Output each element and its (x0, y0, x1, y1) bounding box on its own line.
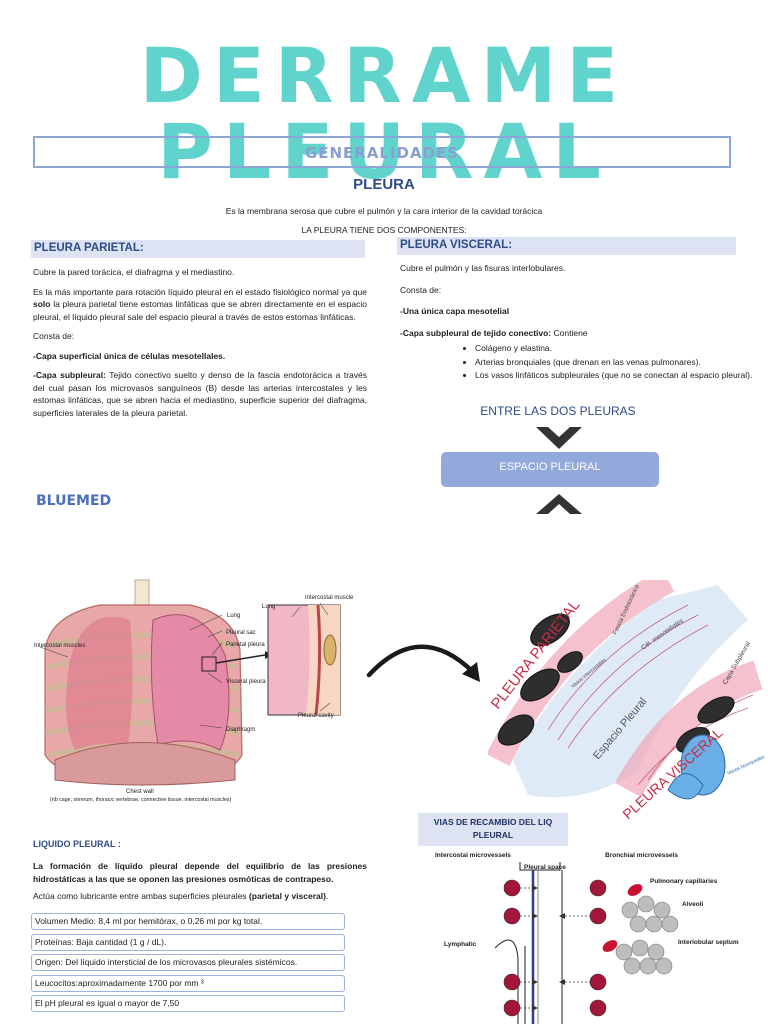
label-pulmonary-capillaries: Pulmonary capillaries (650, 878, 718, 885)
parietal-item1-text: -Capa superficial única de células mesot… (33, 350, 226, 361)
visceral-item1-text: -Una única capa mesotelial (400, 306, 510, 316)
page-title: DERRAME PLEURAL (139, 31, 629, 196)
liquido-p2-bold: (parietal y visceral) (248, 891, 326, 901)
label-intercostal-muscle: Intercostal muscle (305, 595, 354, 601)
liquido-fact-box: Leucocitos:aproximadamente 1700 por mm ³ (31, 975, 345, 992)
fluid-exchange-diagram: Intercostal microvessels Pleural space B… (435, 852, 739, 1024)
section-header-generalidades: GENERALIDADES (33, 136, 731, 168)
label-bronchial-microvessels: Bronchial microvessels (605, 852, 678, 859)
parietal-p2: Es la más importante para rotación líqui… (33, 286, 367, 324)
label-lung: Lung (227, 613, 240, 619)
illustration-label-vasos-bron: Vasos bronquiales (726, 754, 766, 777)
label-pleural-space: Pleural space (524, 864, 566, 871)
espacio-pleural-box: ESPACIO PLEURAL (441, 452, 659, 487)
label-diaphragm: Diaphragm (226, 727, 255, 733)
visceral-bullet: Arterias bronquiales (que drenan en las … (475, 356, 768, 369)
liquido-p2-a: Actúa como lubricante entre ambas superf… (33, 891, 249, 901)
liquido-p2: Actúa como lubricante entre ambas superf… (33, 890, 367, 903)
liquido-title: LIQUIDO PLEURAL : (33, 839, 121, 849)
parietal-item2: -Capa subpleural: Tejido conectivo suelt… (33, 369, 367, 419)
section-header-label: GENERALIDADES (304, 144, 460, 162)
label-pleural-sac: Pleural sac (226, 630, 256, 636)
parietal-item2-rest: Tejido conectivo suelto y denso de la fa… (33, 370, 367, 418)
pleura-layers-illustration: PLEURA PARIETAL PLEURA VISCERAL Espacio … (488, 580, 766, 820)
visceral-bullet: Colágeno y elastina. (475, 342, 768, 355)
label-intercostal-microvessels: Intercostal microvessels (435, 852, 511, 859)
visceral-consta: Consta de: (400, 284, 442, 295)
chevron-up-icon (536, 494, 582, 514)
liquido-p1: La formación de líquido pleural depende … (33, 861, 367, 884)
visceral-item1: -Una única capa mesotelial (400, 305, 734, 318)
parietal-text: Cubre la pared torácica, el diafragma y … (33, 266, 367, 426)
pleura-definition: Es la membrana serosa que cubre el pulmó… (225, 206, 543, 216)
label-pleural-cavity: Pleural cavity (298, 713, 334, 719)
label-lymphatic: Lymphatic (444, 941, 477, 948)
label-lung-detail: Lung (262, 604, 275, 610)
pleura-components: LA PLEURA TIENE DOS COMPONENTES: (301, 225, 467, 235)
liquido-fact-box: Origen: Del líquido intersticial de los … (31, 954, 345, 971)
parietal-consta: Consta de: (33, 331, 75, 341)
parietal-heading: PLEURA PARIETAL: (31, 240, 365, 258)
label-parietal-pleura: Parietal pleura (226, 642, 265, 648)
label-chest-wall-detail: (rib cage, sternum, thoracic vertebrae, … (50, 797, 232, 803)
label-visceral-pleura: Visceral pleura (226, 679, 266, 685)
brand-logo: BLUEMED (36, 493, 112, 509)
visceral-item2-bold: -Capa subpleural de tejido conectivo: (400, 327, 552, 338)
visceral-text: Cubre el pulmón y las fisuras interlobul… (400, 262, 734, 346)
liquido-fact-box: El pH pleural es igual o mayor de 7,50 (31, 995, 345, 1012)
parietal-item1: -Capa superficial única de células mesot… (33, 350, 367, 363)
chevron-down-icon (536, 427, 582, 449)
parietal-p2-b: la pleura parietal tiene estomas linfáti… (33, 299, 367, 322)
vias-title: VIAS DE RECAMBIO DEL LIQ PLEURAL (418, 813, 568, 846)
visceral-p1: Cubre el pulmón y las fisuras interlobul… (400, 263, 566, 273)
liquido-p2-b: . (325, 891, 329, 901)
label-alveoli: Alveoli (682, 901, 704, 908)
thorax-anatomy-illustration: Lung Lung Intercostal muscle Intercostal… (34, 579, 354, 803)
parietal-p1: Cubre la pared torácica, el diafragma y … (33, 267, 235, 277)
visceral-item2-rest: Contiene (551, 327, 588, 338)
visceral-item2: -Capa subpleural de tejido conectivo: Co… (400, 327, 734, 340)
label-chest-wall: Chest wall (126, 789, 154, 795)
liquido-fact-box: Proteínas: Baja cantidad (1 g / dL). (31, 934, 345, 951)
visceral-heading: PLEURA VISCERAL: (397, 237, 736, 255)
entre-pleuras-label: ENTRE LAS DOS PLEURAS (480, 404, 636, 418)
liquido-text: La formación de líquido pleural depende … (33, 860, 367, 910)
parietal-item2-bold: -Capa subpleural: (33, 370, 106, 380)
label-interlobular-septum: Interlobular septum (678, 939, 739, 946)
label-intercostal-muscles: Intercostal muscles (34, 643, 85, 649)
visceral-bullet: Los vasos linfáticos subpleurales (que n… (475, 369, 768, 382)
parietal-p2-a: Es la más importante para rotación líqui… (33, 286, 367, 297)
pleura-heading: PLEURA (353, 176, 415, 193)
curved-arrow-icon (366, 644, 480, 682)
liquido-fact-box: Volumen Medio: 8,4 ml por hemitórax, o 0… (31, 913, 345, 930)
visceral-bullets: Colágeno y elastina. Arterias bronquiale… (460, 342, 768, 383)
parietal-p2-bold: solo (33, 299, 51, 309)
